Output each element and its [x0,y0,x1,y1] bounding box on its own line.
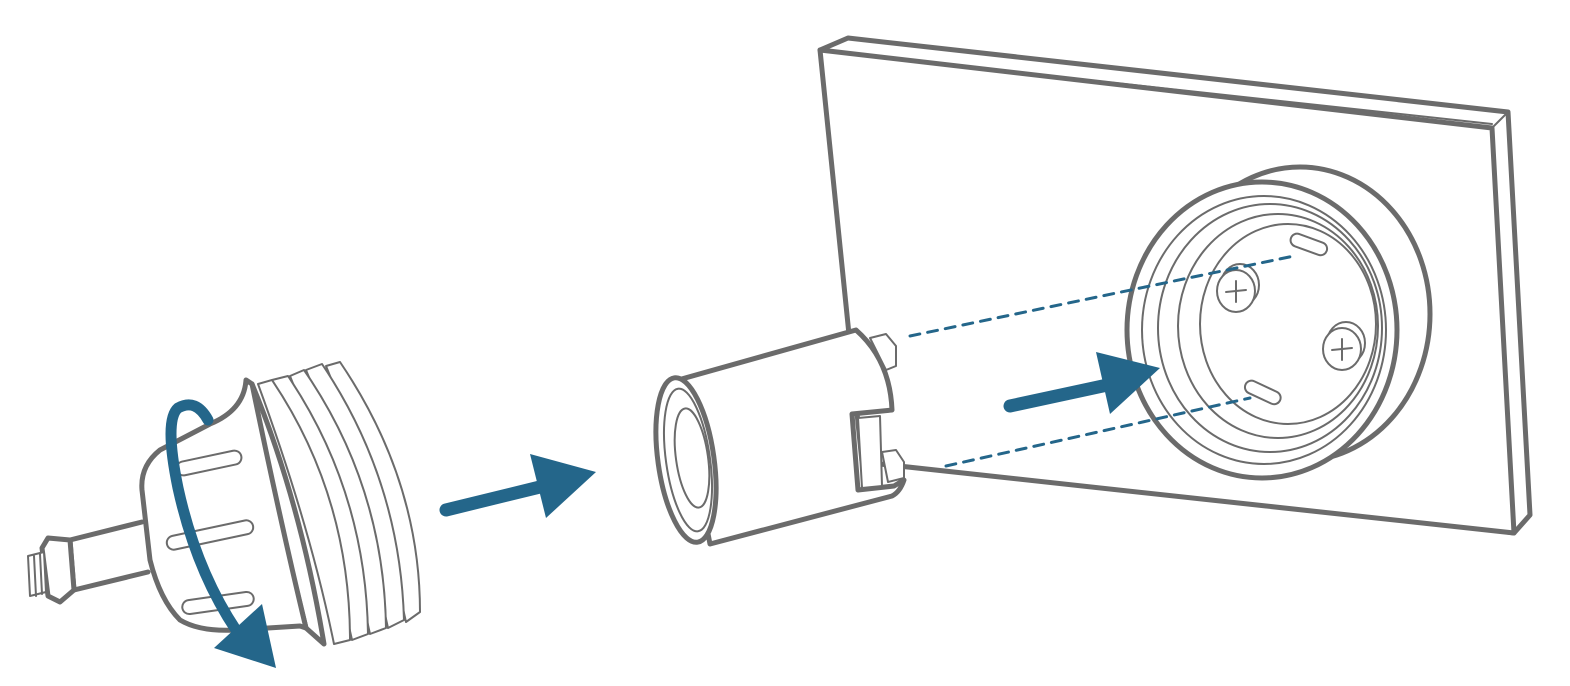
cylinder-module [653,327,907,547]
insert-arrow-icon [1003,352,1160,414]
alignment-guide-lines [908,254,1296,468]
mount-slot-bottom [1243,379,1282,406]
rotate-arrow-icon [165,399,276,668]
screw-icon [1216,263,1260,313]
right-arrow-icon [439,454,596,518]
threaded-adapter [27,361,421,647]
screw-icon [1322,321,1366,371]
mount-slot-top [1289,232,1329,257]
mount-base [1124,164,1433,481]
